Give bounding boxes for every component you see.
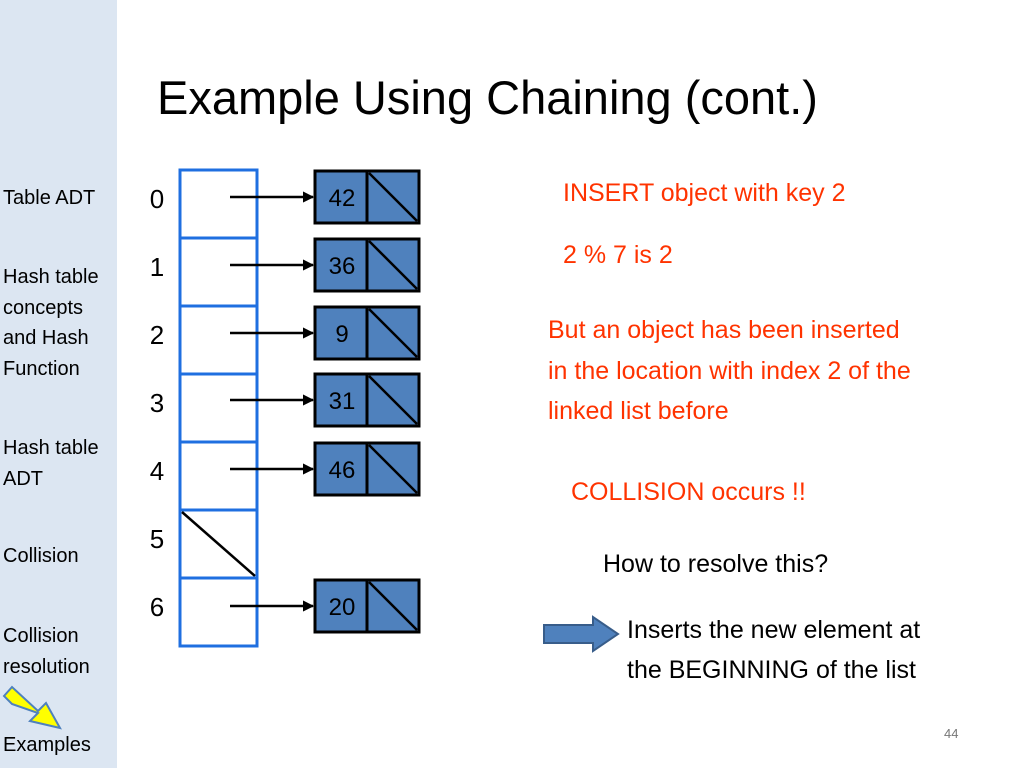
answer-line: Inserts the new element at [627, 616, 921, 644]
sidebar-item-label: concepts [3, 296, 84, 319]
page-number: 44 [944, 726, 959, 741]
collision-note: COLLISION occurs !! [571, 478, 806, 506]
answer-text: Inserts the new element at the BEGINNING… [627, 610, 920, 690]
table-slot [178, 576, 259, 648]
node-value-label: 36 [329, 253, 356, 280]
slot-index-label: 3 [150, 388, 164, 418]
sidebar-item-label: Hash table [3, 437, 99, 459]
node-value-label: 42 [329, 185, 356, 212]
note-line: in the location with index 2 of the [548, 356, 911, 385]
null-next-slash [368, 444, 418, 494]
node-value-label: 20 [329, 594, 356, 621]
hash-table-array: 0 1 2 3 4 5 6 [150, 168, 315, 648]
null-next-slash [368, 240, 418, 290]
sidebar-item-collision[interactable]: Collision [3, 541, 79, 572]
sidebar-item-hash-table-adt[interactable]: Hash table ADT [3, 433, 99, 494]
slot-index-label: 5 [150, 524, 164, 554]
table-slot [178, 440, 259, 512]
sidebar-item-label: and Hash [3, 327, 89, 349]
null-slash [181, 511, 256, 577]
node-value-cell [313, 237, 369, 293]
sidebar-item-table-adt[interactable]: Table ADT [3, 183, 95, 214]
node-value-cell [313, 169, 369, 225]
slot-index-label: 2 [150, 320, 164, 350]
slot-index-label: 1 [150, 252, 164, 282]
slot-index-label: 6 [150, 592, 164, 622]
slot-index-label: 0 [150, 184, 164, 214]
question-text: How to resolve this? [603, 550, 829, 578]
null-next-slash [368, 172, 418, 222]
null-next-slash [368, 581, 418, 631]
yellow-arrow-icon [2, 685, 62, 730]
sidebar-item-label: Examples [3, 734, 91, 756]
table-slot [178, 304, 259, 376]
note-line: linked list before [548, 397, 729, 425]
page-title: Example Using Chaining (cont.) [157, 71, 818, 124]
collision-explanation: But an object has been inserted in the l… [548, 310, 911, 432]
node-value-label: 46 [329, 457, 356, 484]
node-value-label: 9 [335, 321, 348, 348]
slot-index-label: 4 [150, 456, 164, 486]
sidebar-item-examples[interactable]: Examples [3, 730, 91, 761]
node-value-cell [313, 372, 369, 428]
sidebar-item-label: ADT [3, 467, 43, 490]
answer-line: the BEGINNING of the list [627, 656, 916, 684]
table-slot [178, 168, 259, 240]
note-line: But an object has been inserted [548, 316, 900, 344]
sidebar-item-label: resolution [3, 655, 90, 678]
chain-nodes: 42 36 9 31 46 20 [313, 169, 421, 634]
null-next-slash [368, 308, 418, 358]
hash-note: 2 % 7 is 2 [563, 241, 673, 269]
sidebar-item-hash-concepts[interactable]: Hash table concepts and Hash Function [3, 262, 99, 384]
sidebar-item-collision-resolution[interactable]: Collision resolution [3, 621, 90, 682]
right-arrow-icon [543, 615, 620, 653]
table-slot [178, 236, 259, 308]
sidebar-item-label: Function [3, 357, 80, 380]
sidebar-item-label: Collision [3, 545, 79, 567]
node-value-label: 31 [329, 388, 356, 415]
table-slot [178, 372, 259, 444]
sidebar-item-label: Hash table [3, 266, 99, 288]
sidebar: Table ADT Hash table concepts and Hash F… [0, 0, 117, 768]
null-next-slash [368, 375, 418, 425]
sidebar-item-label: Collision [3, 625, 79, 647]
insert-note: INSERT object with key 2 [563, 179, 846, 207]
sidebar-item-label: Table ADT [3, 187, 96, 209]
